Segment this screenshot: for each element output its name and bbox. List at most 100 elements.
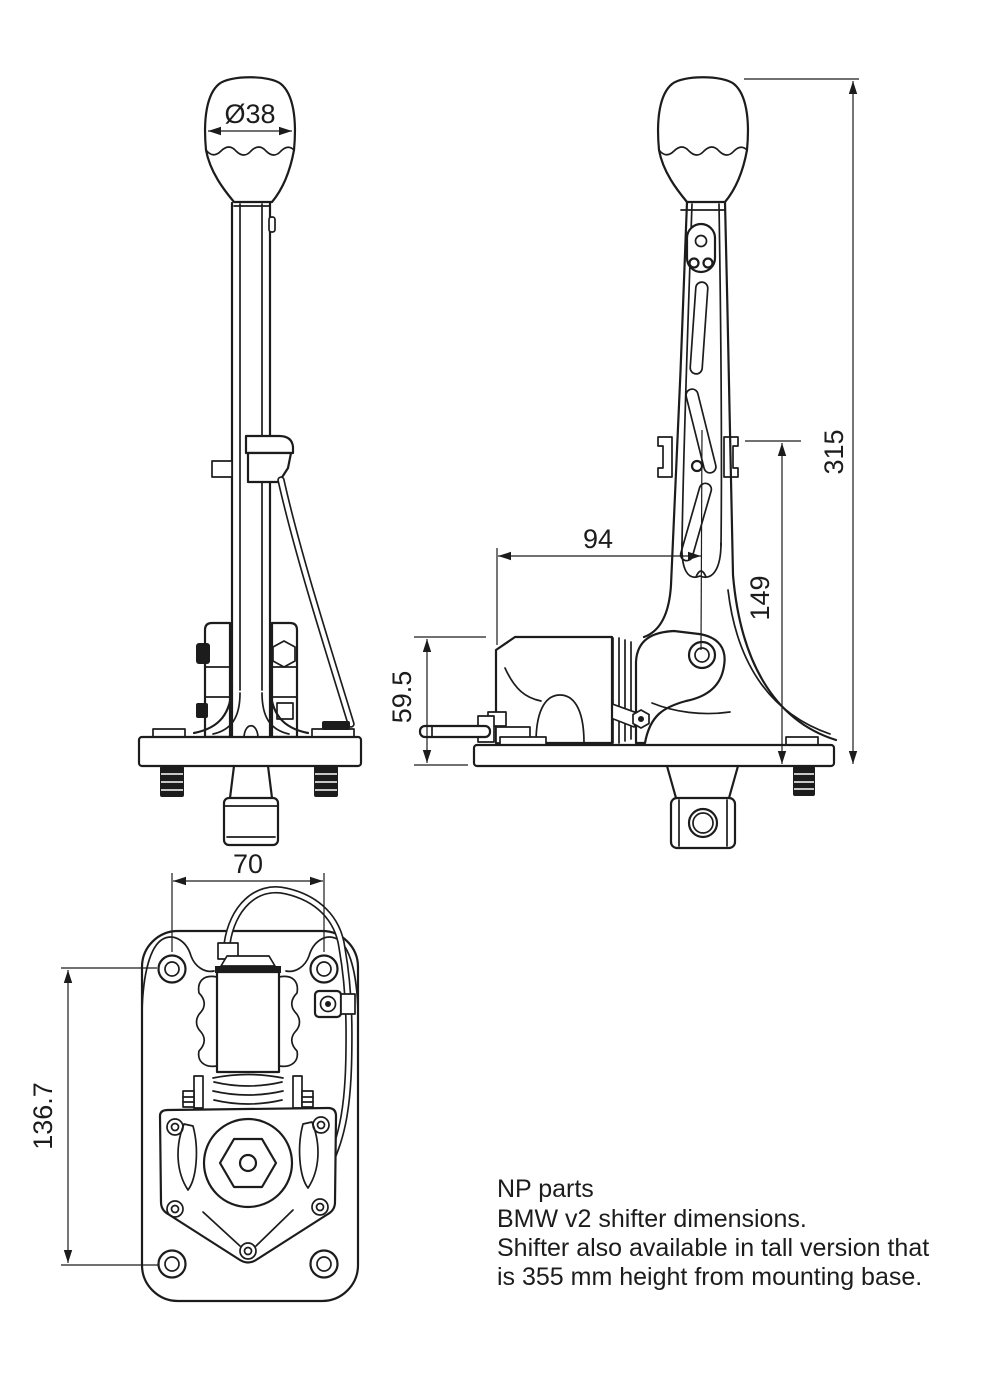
front-flare-left-inner [212,692,241,735]
body-wing-left [195,975,218,1068]
dim-overall-height: 315 [744,78,859,764]
mounting-hole-bottom-left [157,1249,187,1279]
pivot-hole-outer [687,640,717,670]
mounting-hole-top-right [309,954,339,984]
side-lower-block [669,796,737,850]
dim-knob-diameter: Ø38 [208,99,292,136]
actuator-rod [418,724,492,739]
sensor-cable-front-core [278,477,354,727]
shaft-collar-body [246,451,293,484]
front-base-plate [137,735,363,768]
dim-pivot-height: 149 [745,440,801,764]
side-lower-shaft [727,764,740,800]
front-lower-block [222,796,280,847]
joint-hole-outer [687,807,719,839]
front-pivot-bolt [196,643,210,664]
side-view [418,76,838,850]
knob-grip-wave-side [658,146,748,156]
shaft-side-button [268,216,276,233]
dim-knob-offset: 94 [496,429,703,651]
dim-hole-spacing-y: 136.7 [28,967,158,1266]
flange-v-cut [202,1211,241,1247]
lever-slot [685,388,717,474]
strap-rivet [688,257,700,269]
lever-slot [689,281,709,375]
front-lower-shaft [266,764,274,800]
threaded-ring [212,1073,284,1105]
front-center-arch [243,724,259,738]
front-bracket-left-plate [203,621,232,739]
hub-hex-bolt [632,709,650,729]
sensor-body-top [220,955,276,967]
side-connector [313,989,356,1019]
mounting-hole-top-left [157,954,187,984]
dim-label-overall-height: 315 [819,429,849,474]
side-notch-tab-left [657,436,673,478]
front-view [137,76,363,847]
lever-edge-right-inner [718,203,723,547]
lever-pin-hole [690,459,704,473]
bottom-view [140,886,360,1303]
hub-foot-line [651,702,731,715]
joint-hole-inner [692,812,714,834]
front-bracket-right-plate [270,621,299,739]
knob-grip-wave-front [205,146,295,156]
housing-swoosh [504,667,542,702]
plate-pocket-contour-left [141,936,215,1013]
note-line-4: is 355 mm height from mounting base. [497,1263,922,1291]
notes-block: NP parts BMW v2 shifter dimensions. Shif… [497,1175,929,1291]
dim-label-housing-height: 59.5 [387,671,417,724]
front-lower-shaft [228,764,236,800]
note-line-1: NP parts [497,1175,594,1203]
front-mounting-stud-left [160,766,184,797]
dimensions: Ø38 315 149 94 59.5 70 [28,78,859,1266]
side-base-plate [472,743,836,768]
pivot-hex-nut [218,1137,278,1189]
dim-label-knob-diameter: Ø38 [224,99,275,129]
housing-arch [535,694,585,744]
cam-lobe-right [298,1121,319,1189]
pivot-hub-plate [634,629,726,745]
front-right-nut [276,702,294,720]
shifter-knob-front [203,76,297,204]
shifter-knob-side [656,76,750,204]
front-lower-nut [196,703,208,718]
flange-v-cut [255,1209,294,1247]
front-hex-bolt [272,640,296,668]
lever-strap [685,222,717,274]
front-flare-right-inner [261,692,290,735]
dim-hole-spacing-x: 70 [171,849,325,952]
mounting-hole-bottom-right [309,1249,339,1279]
collar-left-tab [211,460,233,478]
dim-label-hole-spacing-x: 70 [233,849,263,879]
shaft-collar-top [244,434,295,455]
dim-housing-height: 59.5 [387,636,486,766]
front-mounting-stud-right [314,766,338,797]
note-line-3: Shifter also available in tall version t… [497,1234,929,1262]
sensor-cable-bottom-core [224,887,352,1186]
sensor-body-band [215,966,281,973]
pivot-hole-inner [694,647,710,663]
sensor-body [215,970,281,1074]
strap-hole [694,234,708,248]
clamp-bar-right [292,1075,303,1109]
pivot-center-hole [238,1153,258,1173]
clamp-bar-left [193,1075,204,1109]
lever-edge-right-inner2 [727,589,831,735]
lever-slot [679,482,713,562]
note-line-2: BMW v2 shifter dimensions. [497,1205,807,1233]
clamp-bolt-left [182,1090,195,1108]
dim-label-pivot-height: 149 [745,575,775,620]
dim-label-hole-spacing-y: 136.7 [28,1082,58,1150]
lever-heart-cutout [681,542,722,578]
dim-label-knob-offset: 94 [583,524,613,554]
strap-rivet [702,257,714,269]
lever-edge-left-outer [642,200,689,639]
side-mounting-stud [793,766,815,796]
body-wing-right [278,975,301,1068]
cam-lobe-left [177,1123,198,1191]
clamp-bolt-right [301,1090,314,1108]
cable-clamp-front [322,721,350,730]
